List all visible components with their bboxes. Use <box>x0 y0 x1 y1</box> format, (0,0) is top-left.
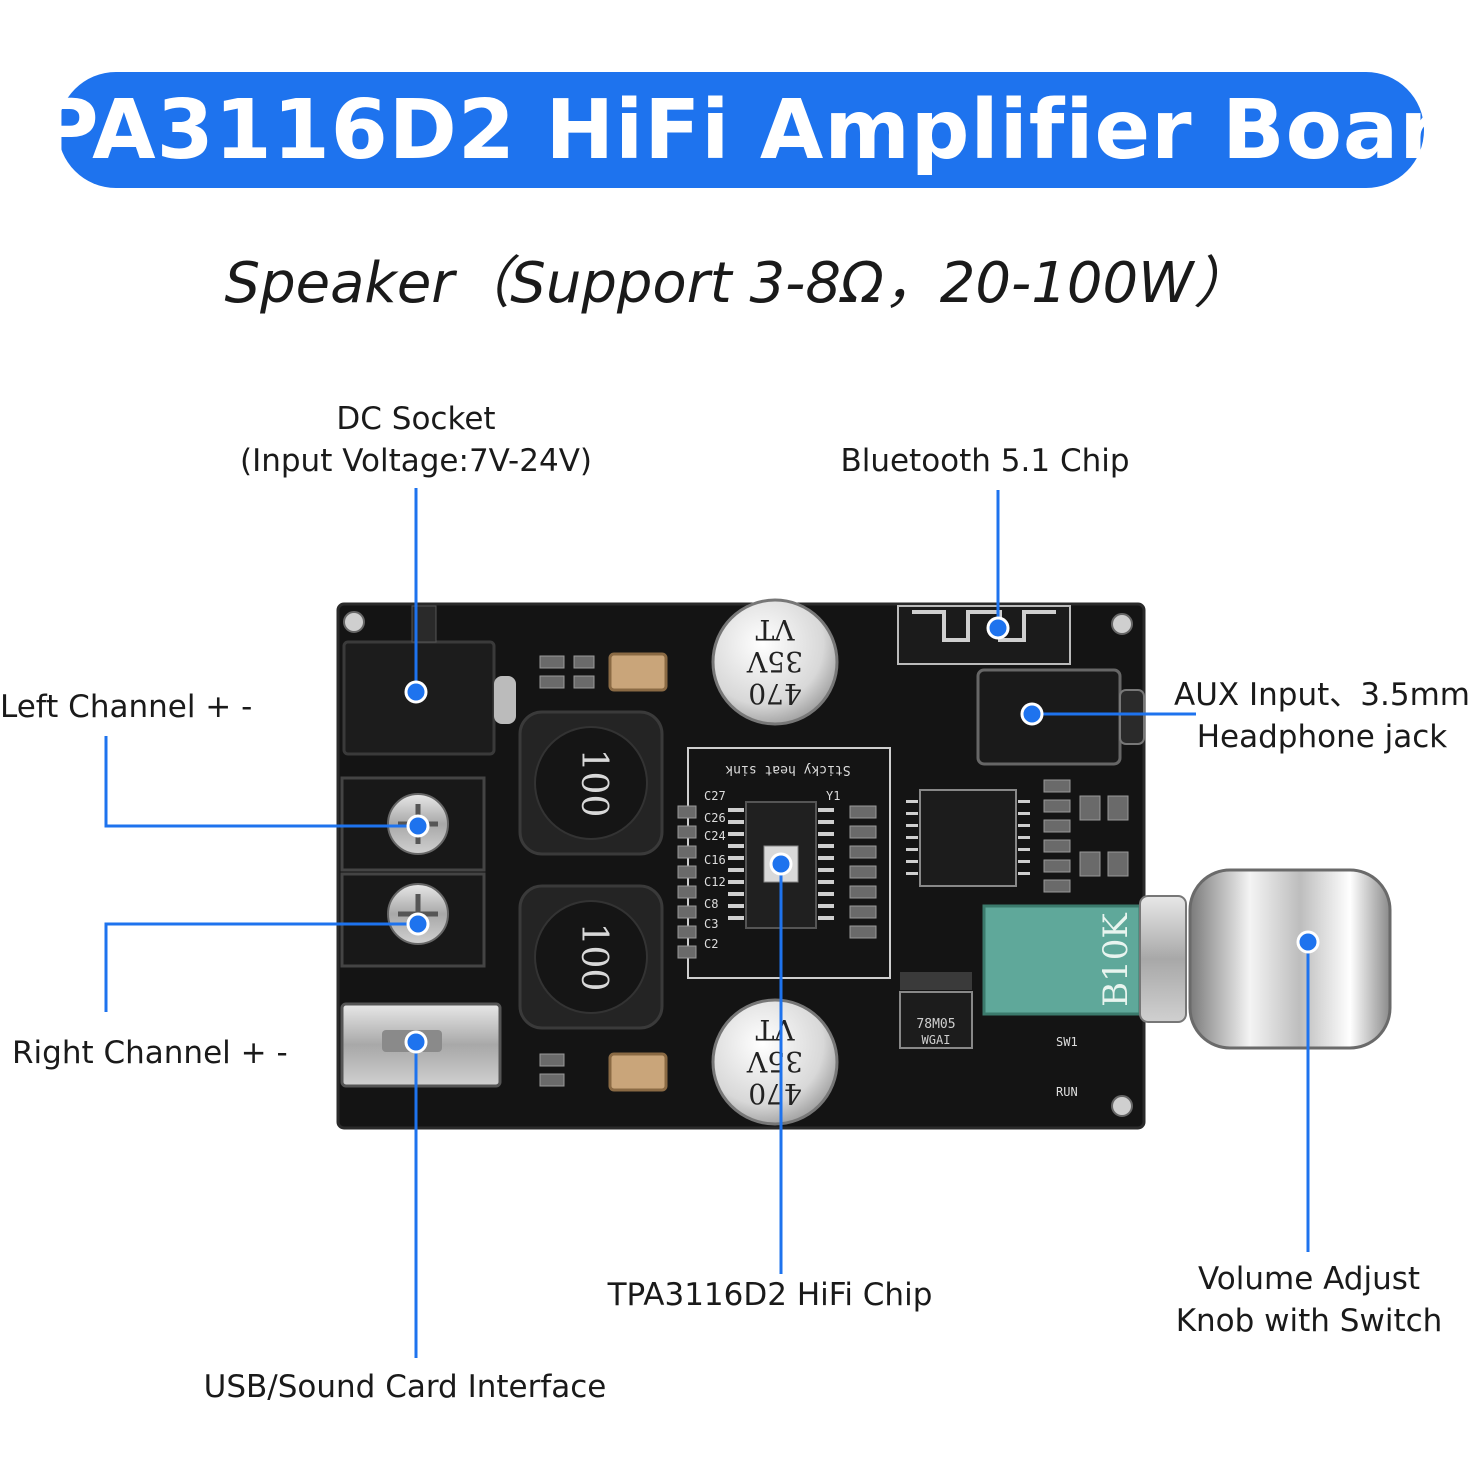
callout-usb-interface: USB/Sound Card Interface <box>203 1369 607 1405</box>
page-title: TPA3116D2 HiFi Amplifier Board <box>0 82 1474 178</box>
leader-dot <box>406 814 430 838</box>
callout-dc-socket-line1: DC Socket <box>336 401 496 437</box>
title-banner: TPA3116D2 HiFi Amplifier Board <box>0 72 1474 188</box>
leader-lines <box>104 488 1310 1358</box>
callout-volume-knob: Volume Adjust Knob with Switch <box>1154 1258 1464 1342</box>
inductor-marking: 100 <box>573 749 614 818</box>
pcb-label: C26 <box>704 811 726 825</box>
callout-hifi-chip: TPA3116D2 HiFi Chip <box>607 1277 933 1313</box>
pcb-label: Y1 <box>826 789 840 803</box>
bluetooth-module <box>897 605 1071 665</box>
aux-jack <box>976 668 1122 766</box>
mounting-hole <box>1111 613 1133 635</box>
capacitor-marking: 470 <box>748 677 801 710</box>
leader-dot <box>986 616 1010 640</box>
pcb-label: C12 <box>704 875 726 889</box>
leader-dot <box>406 912 430 936</box>
leader-dot <box>1296 930 1320 954</box>
capacitor-bottom <box>711 998 839 1126</box>
voltage-regulator <box>899 991 973 1049</box>
pcb-label: C8 <box>704 897 718 911</box>
capacitor-marking: VT <box>755 1013 795 1046</box>
callout-dc-socket: DC Socket (Input Voltage:7V-24V) <box>206 398 626 482</box>
subtitle: Speaker（Support 3-8Ω，20-100W） <box>224 251 1250 316</box>
leader-dot <box>769 852 793 876</box>
regulator-marking: WGAI <box>922 1033 951 1047</box>
potentiometer-body <box>982 904 1142 1016</box>
pcb-label: C27 <box>704 789 726 803</box>
mounting-hole <box>1111 1095 1133 1117</box>
heat-sink-area <box>687 747 891 979</box>
callout-left-channel: Left Channel + - <box>0 689 253 725</box>
capacitor-marking: 35V <box>746 1045 803 1078</box>
callout-volume-knob-line2: Knob with Switch <box>1175 1303 1443 1339</box>
heat-sink-note: Sticky heat sink <box>725 762 850 777</box>
pcb-label: SW1 <box>1056 1035 1078 1049</box>
capacitor-marking: 470 <box>748 1077 801 1110</box>
pcb-label: C24 <box>704 829 726 843</box>
capacitor-marking: 35V <box>746 645 803 678</box>
potentiometer-marking: B10K <box>1096 913 1136 1007</box>
volume-knob <box>1188 868 1392 1050</box>
callout-dc-socket-line2: (Input Voltage:7V-24V) <box>240 443 592 479</box>
callout-aux-input: AUX Input、3.5mm Headphone jack <box>1170 674 1474 758</box>
leader-dot <box>404 1030 428 1054</box>
pcb-label: C16 <box>704 853 726 867</box>
capacitor-top <box>711 598 839 726</box>
callout-aux-input-line2: Headphone jack <box>1196 719 1448 755</box>
mounting-hole <box>343 611 365 633</box>
leader-dot <box>404 680 428 704</box>
pcb-label: C3 <box>704 917 718 931</box>
bluetooth-chip <box>919 789 1017 887</box>
regulator-marking: 78M05 <box>916 1017 955 1032</box>
callout-right-channel: Right Channel + - <box>12 1035 288 1071</box>
leader-dot <box>1020 702 1044 726</box>
pcb-label: C2 <box>704 937 718 951</box>
callout-aux-input-line1: AUX Input、3.5mm <box>1174 677 1470 713</box>
pcb-label: RUN <box>1056 1085 1078 1099</box>
inductor-marking: 100 <box>573 923 614 992</box>
knob-shaft <box>1139 895 1187 1023</box>
capacitor-marking: VT <box>755 613 795 646</box>
callout-bluetooth-chip: Bluetooth 5.1 Chip <box>840 443 1130 479</box>
callout-volume-knob-line1: Volume Adjust <box>1197 1261 1421 1297</box>
